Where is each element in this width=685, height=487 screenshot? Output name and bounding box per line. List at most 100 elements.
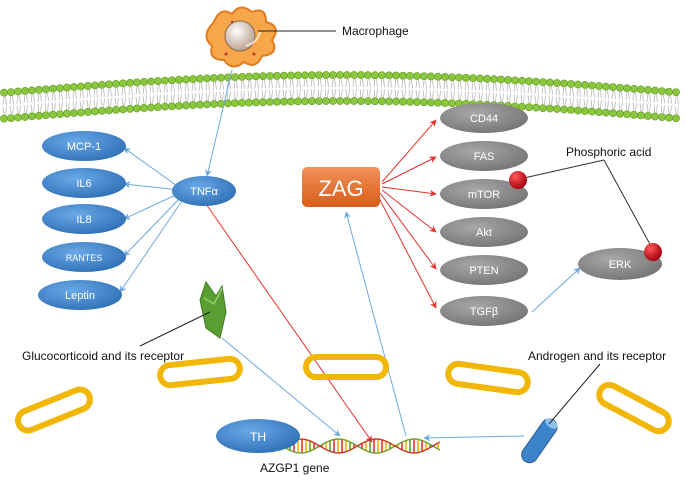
node-zag-label: ZAG — [318, 176, 363, 201]
lipid-head — [266, 72, 274, 80]
lipid-head — [301, 71, 309, 80]
lipid-tail — [331, 88, 336, 98]
lipid-tail — [338, 78, 343, 88]
lipid-tail — [247, 80, 252, 89]
lipid-tail — [282, 79, 287, 88]
lipid-head — [560, 79, 568, 88]
lipid-tail — [86, 99, 91, 108]
androgen-receptor-icon — [521, 418, 558, 464]
lipid-head — [35, 85, 43, 94]
lipid-tail — [639, 93, 644, 102]
macrophage-cell-icon — [205, 6, 277, 68]
lipid-tail — [506, 83, 511, 92]
lipid-head — [161, 102, 169, 111]
lipid-head — [350, 71, 358, 79]
lipid-head — [581, 81, 589, 89]
lipid-tail — [660, 105, 665, 114]
lipid-tail — [261, 90, 266, 99]
lipid-tail — [359, 79, 364, 88]
lipid-tail — [58, 102, 63, 111]
lipid-tail — [485, 82, 490, 91]
lipid-tail — [555, 96, 560, 106]
lipid-tail — [352, 78, 357, 88]
lipid-head — [609, 83, 617, 92]
lipid-tail — [296, 79, 301, 88]
dna-helix-icon — [281, 438, 441, 454]
lipid-tail — [541, 86, 546, 95]
lipid-head — [147, 103, 155, 112]
lipid-tail — [9, 106, 14, 115]
lipid-tail — [170, 84, 175, 93]
lipid-head — [518, 76, 526, 85]
lipid-tail — [51, 102, 56, 111]
lipid-tail — [450, 81, 455, 90]
lipid-tail — [44, 103, 49, 112]
node-mtor-label: mTOR — [468, 189, 500, 201]
lipid-head — [525, 103, 533, 112]
node-akt-label: Akt — [476, 227, 492, 239]
lipid-tail — [79, 90, 84, 99]
lipid-tail — [576, 88, 581, 97]
lipid-tail — [401, 89, 406, 98]
node-tgfb: TGFβ — [440, 296, 528, 326]
lipid-tail — [72, 90, 77, 100]
lipid-head — [343, 97, 351, 105]
lipid-tail — [51, 92, 56, 101]
lipid-tail — [450, 91, 455, 100]
lipid-tail — [121, 87, 126, 96]
lipid-head — [574, 80, 582, 89]
lipid-head — [315, 71, 323, 80]
lipid-head — [553, 79, 561, 87]
lipid-tail — [527, 95, 532, 104]
lipid-head — [231, 99, 239, 108]
lipid-head — [231, 73, 239, 82]
lipid-head — [427, 98, 435, 107]
lipid-head — [644, 112, 652, 120]
lipid-head — [105, 80, 113, 89]
lipid-tail — [646, 103, 651, 113]
lipid-head — [0, 114, 8, 123]
lipid-tail — [366, 89, 371, 98]
lipid-head — [189, 101, 197, 109]
lipid-tail — [107, 88, 112, 97]
lipid-tail — [205, 82, 210, 91]
lipid-head — [56, 110, 64, 119]
lipid-head — [63, 109, 71, 118]
lipid-head — [189, 75, 197, 83]
lipid-tail — [576, 98, 581, 107]
arrow-tnfa-gene — [205, 203, 373, 443]
lipid-head — [182, 75, 190, 84]
node-cd44-label: CD44 — [470, 113, 498, 125]
lipid-head — [609, 109, 617, 118]
lipid-tail — [191, 93, 196, 102]
lipid-tail — [590, 89, 595, 98]
lipid-tail — [317, 79, 322, 88]
lipid-tail — [86, 89, 91, 98]
phospho-dot-mtor — [509, 171, 527, 189]
vesicle — [596, 381, 672, 435]
lipid-tail — [219, 81, 224, 90]
lipid-tail — [366, 79, 371, 88]
lipid-tail — [653, 104, 658, 113]
vesicle-group — [15, 354, 672, 435]
lipid-head — [140, 104, 148, 112]
lipid-head — [0, 88, 8, 97]
lipid-head — [21, 87, 29, 95]
lipid-tail — [191, 83, 196, 92]
lipid-head — [49, 84, 57, 93]
lipid-head — [539, 78, 547, 86]
node-cd44: CD44 — [440, 103, 528, 133]
lipid-head — [420, 72, 428, 81]
lipid-tail — [268, 89, 273, 99]
lipid-tail — [233, 91, 238, 100]
lipid-tail — [100, 88, 105, 97]
node-il6: IL6 — [42, 168, 126, 198]
lipid-tail — [310, 89, 315, 98]
gene-label: AZGP1 gene — [260, 461, 330, 475]
lipid-tail — [562, 87, 567, 96]
lipid-head — [147, 77, 155, 86]
lipid-head — [602, 82, 610, 91]
lipid-tail — [520, 84, 525, 93]
lipid-head — [588, 81, 596, 90]
